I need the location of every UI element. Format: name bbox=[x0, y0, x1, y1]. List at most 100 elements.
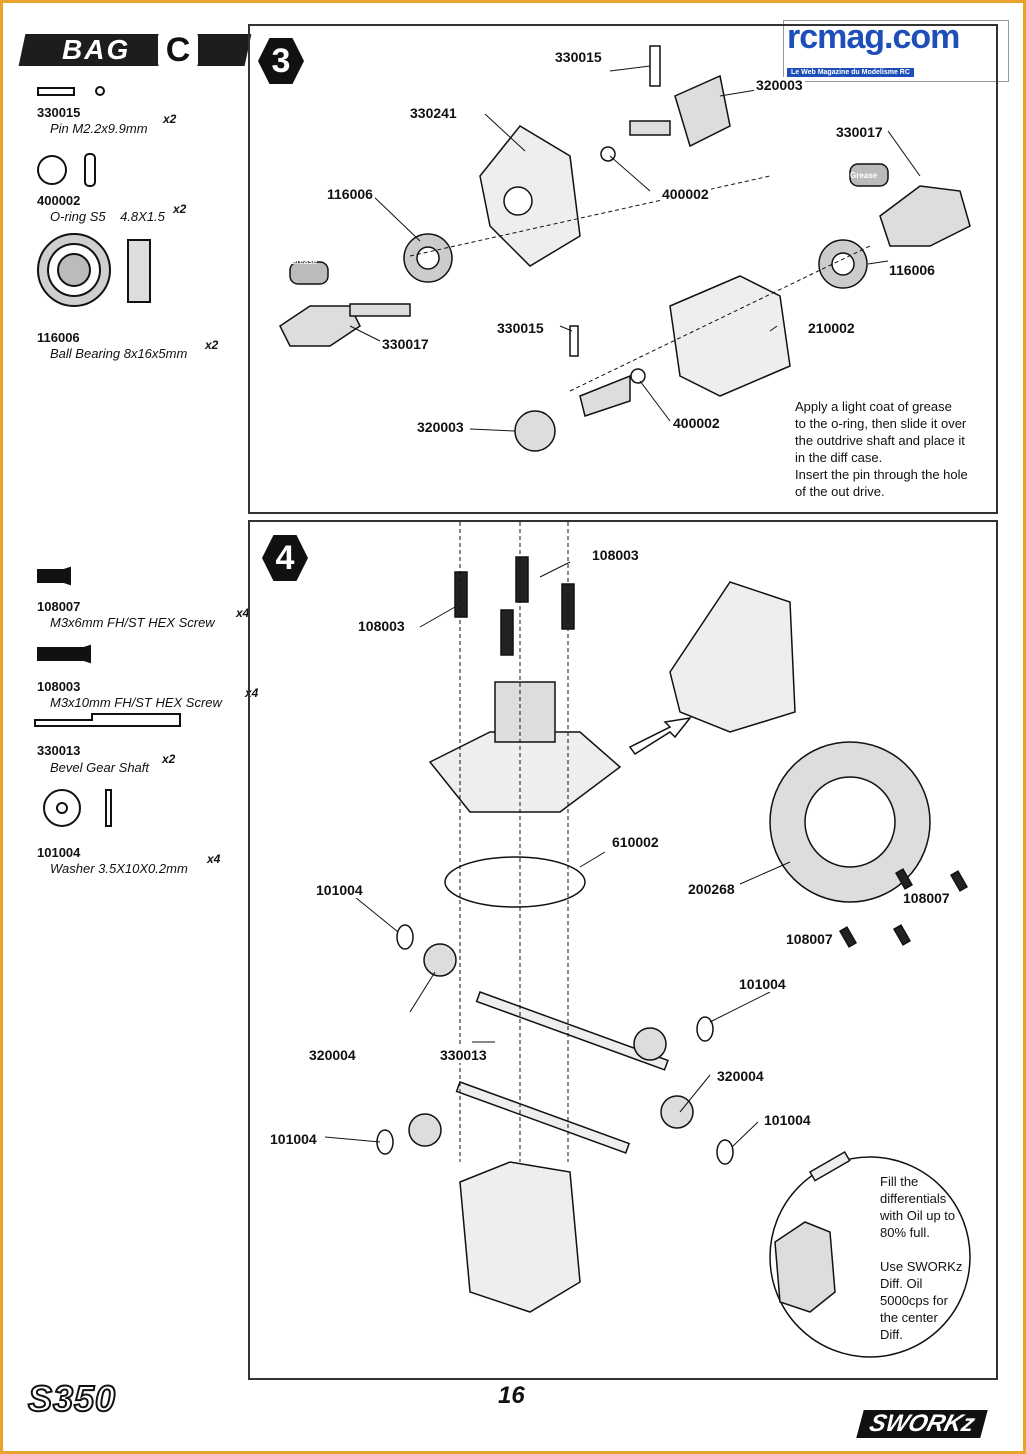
grease-label-right: Grease bbox=[850, 171, 878, 180]
part-qty: x2 bbox=[205, 338, 219, 352]
oil-bottle-tip bbox=[808, 1150, 851, 1182]
step3-panel bbox=[248, 24, 998, 514]
part-label: 320004 bbox=[307, 1047, 358, 1063]
note-line: to the o-ring, then slide it over bbox=[795, 416, 967, 431]
oring-icon bbox=[37, 155, 67, 185]
part-label: 108007 bbox=[784, 931, 835, 947]
screw-108007-b bbox=[950, 870, 968, 892]
step4-note: Fill the differentials with Oil up to 80… bbox=[880, 1173, 980, 1343]
washer-101004-b bbox=[696, 1016, 714, 1042]
part-label: 108003 bbox=[356, 618, 407, 634]
bag-letter: C bbox=[158, 31, 198, 69]
part-code: 116006 bbox=[37, 330, 80, 345]
part-label: 610002 bbox=[610, 834, 661, 850]
part-name: O-ring S5 4.8X1.5 bbox=[50, 209, 165, 224]
part-label: 330241 bbox=[408, 105, 459, 121]
gear-320003-bottom bbox=[514, 410, 556, 452]
screw-108003-a bbox=[454, 571, 468, 618]
gear-320004-b bbox=[633, 1027, 667, 1061]
pin-330015-mid bbox=[569, 325, 579, 357]
diff-case-210002 bbox=[669, 275, 791, 397]
note-line: with Oil up to bbox=[880, 1208, 956, 1223]
note-line: Use SWORKz bbox=[880, 1259, 963, 1274]
pin-icon bbox=[37, 87, 75, 96]
part-label: 330015 bbox=[553, 49, 604, 65]
step3-diagram bbox=[279, 45, 971, 452]
screw-long-icon bbox=[37, 647, 85, 661]
page-number: 16 bbox=[498, 1382, 525, 1409]
screw-108007-a bbox=[895, 868, 913, 890]
step4-badge: 4 bbox=[262, 535, 308, 581]
oring-side-icon bbox=[84, 153, 96, 187]
note-line: the center bbox=[880, 1310, 938, 1325]
gear-320004-a bbox=[423, 943, 457, 977]
part-label: 320004 bbox=[715, 1068, 766, 1084]
part-label: 200268 bbox=[686, 881, 737, 897]
part-label: 210002 bbox=[806, 320, 857, 336]
part-name: M3x6mm FH/ST HEX Screw bbox=[50, 615, 215, 630]
part-label: 101004 bbox=[762, 1112, 813, 1128]
screw-108003-d bbox=[500, 609, 514, 656]
outdrive-330017-left bbox=[279, 305, 361, 347]
part-label: 101004 bbox=[314, 882, 365, 898]
part-name: Bevel Gear Shaft bbox=[50, 760, 149, 775]
part-label: 400002 bbox=[671, 415, 722, 431]
bag-header-bar bbox=[18, 34, 252, 66]
note-line: Diff. Oil bbox=[880, 1276, 923, 1291]
part-label: 101004 bbox=[268, 1131, 319, 1147]
part-label: 101004 bbox=[737, 976, 788, 992]
oil-fill-circle bbox=[769, 1156, 971, 1358]
step3-note: Apply a light coat of grease to the o-ri… bbox=[795, 398, 990, 500]
shaft-330013-b bbox=[455, 1081, 631, 1154]
part-label: 330013 bbox=[438, 1047, 489, 1063]
note-line: Apply a light coat of grease bbox=[795, 399, 952, 414]
note-line: Fill the bbox=[880, 1174, 919, 1189]
rcmag-logo-subtitle: Le Web Magazine du Modelisme RC bbox=[787, 68, 914, 77]
note-line: Diff. bbox=[880, 1327, 903, 1342]
part-label: 116006 bbox=[325, 186, 375, 202]
part-qty: x4 bbox=[207, 852, 221, 866]
model-logo: S350 bbox=[27, 1377, 117, 1420]
outdrive-stub-mid bbox=[579, 374, 631, 417]
note-line: Insert the pin through the hole bbox=[795, 467, 968, 482]
part-qty: x2 bbox=[163, 112, 177, 126]
washer-icon bbox=[43, 789, 81, 827]
part-label: 320003 bbox=[415, 419, 466, 435]
part-code: 330013 bbox=[37, 743, 81, 758]
note-line: differentials bbox=[880, 1191, 947, 1206]
diff-case-bottom bbox=[459, 1161, 581, 1313]
gear-320004-c bbox=[408, 1113, 442, 1147]
part-code: 108007 bbox=[37, 599, 81, 614]
note-line: 80% full. bbox=[880, 1225, 930, 1240]
washer-101004-a bbox=[396, 924, 414, 950]
bag-label: BAG bbox=[62, 34, 131, 65]
pin-end-icon bbox=[95, 86, 105, 96]
part-qty: x4 bbox=[236, 606, 250, 620]
pin-330015-top bbox=[649, 45, 661, 87]
brand-logo: SWORKz bbox=[856, 1410, 988, 1438]
gear-shaft-icon bbox=[34, 713, 181, 727]
part-name: Ball Bearing 8x16x5mm bbox=[50, 346, 188, 361]
note-line: in the diff case. bbox=[795, 450, 883, 465]
gear-320003-top bbox=[674, 74, 731, 148]
part-label: 116006 bbox=[887, 262, 937, 278]
part-code: 330015 bbox=[37, 105, 81, 120]
part-code: 101004 bbox=[37, 845, 81, 860]
screw-108003-b bbox=[515, 556, 529, 603]
note-line: the outdrive shaft and place it bbox=[795, 433, 965, 448]
part-name: Pin M2.2x9.9mm bbox=[50, 121, 148, 136]
part-label: 400002 bbox=[660, 186, 711, 202]
screw-108007-d bbox=[893, 924, 911, 946]
gasket-610002 bbox=[444, 856, 586, 908]
outdrive-stub bbox=[629, 120, 671, 136]
washer-101004-d bbox=[716, 1139, 734, 1165]
screw-short-icon bbox=[37, 569, 65, 583]
part-name: M3x10mm FH/ST HEX Screw bbox=[50, 695, 222, 710]
part-label: 330017 bbox=[834, 124, 885, 140]
note-line: 5000cps for bbox=[880, 1293, 948, 1308]
diff-housing-center bbox=[428, 731, 622, 813]
shaft-330013-a bbox=[475, 991, 669, 1071]
step4-diagram bbox=[324, 522, 971, 1358]
part-label: 320003 bbox=[754, 77, 805, 93]
part-label: 330015 bbox=[495, 320, 546, 336]
